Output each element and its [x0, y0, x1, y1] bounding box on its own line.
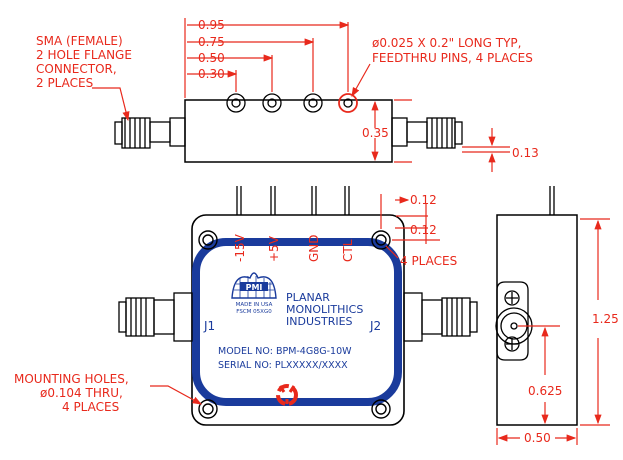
dim-095: 0.95	[198, 18, 225, 32]
dim-connector: 0.13	[512, 146, 539, 160]
port-label-j1: J1	[203, 319, 215, 333]
mount-note-line3: 4 PLACES	[62, 400, 119, 414]
pin-label-neg15v: -15V	[233, 233, 247, 262]
dim-side-height: 1.25	[592, 312, 619, 326]
j1-connector-icon	[118, 292, 193, 342]
connector-note-line2: 2 HOLE FLANGE	[36, 48, 132, 62]
pin-label-ctl: CTL	[341, 239, 355, 262]
gasket-outline	[192, 238, 402, 406]
top-dim-lines	[92, 18, 510, 172]
hole-dim-lines	[380, 194, 440, 259]
company-line3: INDUSTRIES	[286, 315, 353, 328]
model-number: MODEL NO: BPM-4G8G-10W	[218, 346, 352, 357]
company-line1: PLANAR	[286, 291, 330, 304]
pin-label-gnd: GND	[307, 234, 321, 262]
pin-label-5v: +5V	[267, 235, 281, 262]
port-label-j2: J2	[369, 319, 381, 333]
dim-side-center: 0.625	[528, 384, 562, 398]
left-sma-connector-icon	[114, 117, 186, 149]
connector-note-line3: CONNECTOR,	[36, 62, 117, 76]
dim-030: 0.30	[198, 67, 225, 81]
j2-connector-icon	[403, 292, 478, 342]
connector-note-line1: SMA (FEMALE)	[36, 34, 123, 48]
emblem-icon	[276, 384, 298, 406]
side-view: 1.25 0.625 0.50	[495, 186, 619, 445]
dim-050: 0.50	[198, 51, 225, 65]
mount-note-line2: ø0.104 THRU,	[40, 386, 123, 400]
hole-dim-2: 0.12	[410, 223, 437, 237]
pins-note-line2: FEEDTHRU PINS, 4 PLACES	[372, 51, 533, 65]
front-view: -15V +5V GND CTL J1 J2 PMI MADE IN USA F…	[14, 186, 478, 426]
pin-stubs	[236, 186, 350, 215]
hole-places: 4 PLACES	[400, 254, 457, 268]
pmi-logo-icon: PMI	[231, 272, 277, 299]
mount-note-line1: MOUNTING HOLES,	[14, 372, 129, 386]
company-line2: MONOLITHICS	[286, 303, 363, 316]
connector-note-line4: 2 PLACES	[36, 76, 93, 90]
hole-dim-1: 0.12	[410, 193, 437, 207]
serial-number: SERIAL NO: PLXXXXX/XXXX	[218, 360, 348, 371]
logo-text: PMI	[246, 283, 263, 292]
pins-note-line1: ø0.025 X 0.2" LONG TYP,	[372, 36, 521, 50]
mount-leader	[150, 385, 203, 405]
dim-side-width: 0.50	[524, 431, 551, 445]
connector-end-icon	[495, 281, 533, 361]
dim-height: 0.35	[362, 126, 389, 140]
mounting-hole-icons	[198, 230, 391, 419]
top-view: 0.95 0.75 0.50 0.30 0.35 0.13 ø0.025 X 0…	[36, 18, 539, 172]
side-dim-lines	[496, 218, 610, 445]
right-sma-connector-icon	[391, 117, 463, 149]
logo-fscm: FSCM 05XG0	[236, 309, 272, 315]
top-view-body	[184, 99, 393, 163]
logo-made-in-usa: MADE IN USA	[236, 302, 273, 308]
feedthru-pin-icons	[226, 93, 358, 113]
dim-075: 0.75	[198, 35, 225, 49]
